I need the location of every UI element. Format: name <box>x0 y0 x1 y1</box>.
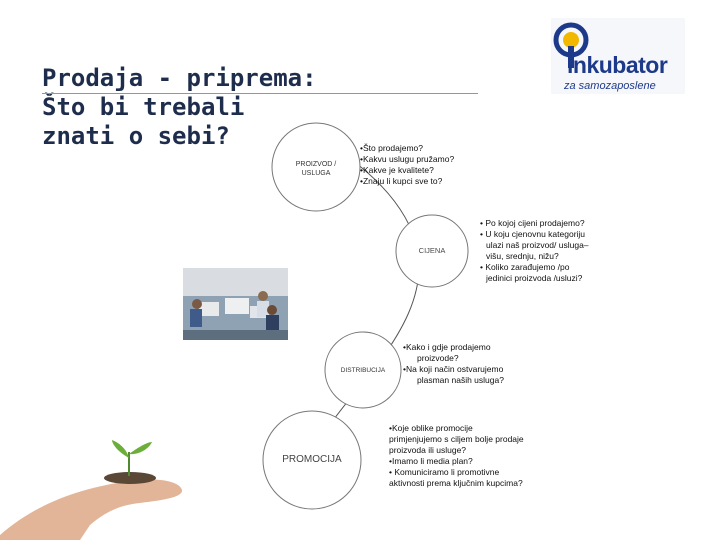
node-circle-cijena <box>395 214 469 288</box>
node-label-cijena: CIJENA <box>418 246 446 255</box>
logo-subtitle: za samozaposlene <box>564 80 656 92</box>
logo-wordmark: inkubator <box>567 52 668 78</box>
notes-promocija: •Koje oblike promocije primjenjujemo s c… <box>389 423 524 488</box>
notes-proizvod: •Što prodajemo? •Kakvu uslugu pružamo? •… <box>360 143 455 186</box>
node-label-distribucija: DISTRIBUCIJA <box>340 367 386 374</box>
node-label-promocija: PROMOCIJA <box>282 454 342 465</box>
node-circle-promocija <box>262 410 362 510</box>
page-title: Prodaja - priprema: Što bi trebali znati… <box>42 64 342 151</box>
node-label-proizvod: PROIZVOD /USLUGA <box>295 161 337 177</box>
title-line-1: Prodaja - priprema: <box>42 64 317 92</box>
title-line-2: Što bi trebali <box>42 93 245 121</box>
office-photo <box>183 268 288 340</box>
notes-distribucija: •Kako i gdje prodajemo proizvode? •Na ko… <box>403 342 504 385</box>
notes-cijena: • Po kojoj cijeni prodajemo? • U koju cj… <box>480 218 589 283</box>
inkubator-logo <box>551 18 685 94</box>
node-circle-distribucija <box>324 331 402 409</box>
title-divider <box>42 93 478 94</box>
node-circle-proizvod <box>271 122 361 212</box>
title-line-3: znati o sebi? <box>42 122 230 150</box>
hand-seedling-image <box>0 440 183 540</box>
